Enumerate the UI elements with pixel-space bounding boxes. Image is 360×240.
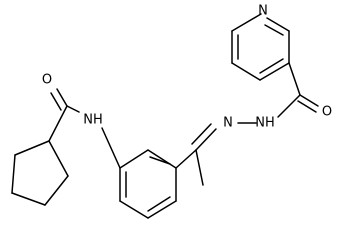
atom-carbonyl-oxygen-left: O	[42, 73, 52, 88]
bond-cyclopentane-1	[48, 140, 69, 177]
bond-carbonyl-left-double-b	[50, 92, 62, 111]
atom-carbonyl-oxygen-top: O	[322, 105, 332, 120]
bond-benzene-5	[147, 200, 177, 219]
bond-benzene-amide-nh	[101, 127, 121, 169]
bond-carbonyl-cyclopentyl	[48, 105, 68, 142]
bond-hydrazone-double-a	[195, 128, 217, 151]
bond-hydrazone-benzene	[175, 149, 197, 169]
bond-pyridine-6-inner	[264, 24, 284, 36]
bond-methyl	[195, 149, 204, 186]
atom-pyridine-nitrogen: N	[258, 4, 268, 19]
bond-pyridine-6	[266, 17, 290, 32]
bond-amide-nh-carbonyl	[66, 105, 80, 113]
bond-ring-carbonyl-top	[288, 62, 301, 96]
bond-hydrazone-double-b	[191, 123, 212, 145]
bond-carbonyl-top-double-a	[299, 94, 319, 107]
bond-cyclopentane-2	[44, 175, 69, 206]
bond-pyridine-4-inner	[259, 58, 284, 74]
atom-hydrazone-nitrogen: N	[223, 116, 233, 131]
bonds	[11, 13, 319, 219]
bond-pyridine-4	[259, 62, 290, 81]
bond-benzene-1	[147, 149, 177, 169]
chemical-structure-diagram: N O NH N O NH	[11, 4, 332, 219]
bond-benzene-1-inner	[149, 156, 171, 165]
bond-carbonyl-top-double-b	[297, 100, 317, 113]
atom-hydrazide-nh: NH	[255, 116, 275, 131]
bond-benzene-2	[119, 149, 149, 169]
bond-carbonyl-nh	[277, 94, 301, 118]
bond-pyridine-3	[231, 62, 261, 81]
bond-benzene-4	[119, 200, 149, 219]
bond-carbonyl-left-double-a	[56, 88, 68, 107]
atom-amide-nh: NH	[83, 113, 103, 128]
bond-benzene-5-inner	[147, 196, 171, 212]
bond-cyclopentane-4	[11, 154, 16, 194]
bond-pyridine-1	[231, 13, 262, 32]
bond-cyclopentane-3	[11, 192, 46, 206]
atom-labels: N O NH N O NH	[42, 4, 332, 131]
bond-cyclopentane-5	[14, 140, 50, 156]
